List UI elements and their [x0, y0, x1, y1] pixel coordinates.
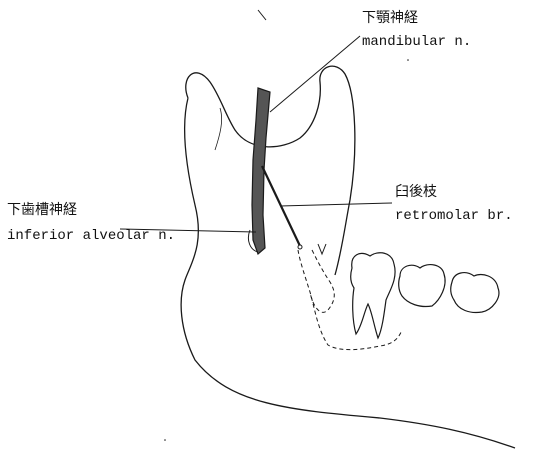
v-mark [318, 244, 326, 254]
third-molar-dashed [310, 250, 334, 312]
ramus-inner-line [215, 108, 222, 150]
mandible-outline [181, 66, 515, 448]
mandibular-nerve [252, 88, 270, 254]
molar-1 [351, 253, 395, 338]
leader-mandibular [270, 36, 360, 112]
retromolar-branch-end [298, 245, 302, 249]
label-inferior-alveolar-en: inferior alveolar n. [7, 228, 175, 244]
stray-mark [258, 10, 266, 20]
label-retromolar-en: retromolar br. [395, 208, 513, 224]
molar-2 [399, 265, 445, 307]
label-inferior-alveolar-jp: 下歯槽神経 [7, 202, 77, 218]
leader-retromolar [280, 203, 392, 206]
molar-3 [451, 273, 499, 313]
label-mandibular-en: mandibular n. [362, 34, 471, 50]
dot [407, 59, 409, 61]
dot [164, 439, 166, 441]
label-mandibular-jp: 下顎神経 [362, 10, 418, 26]
label-retromolar-jp: 臼後枝 [395, 184, 437, 200]
